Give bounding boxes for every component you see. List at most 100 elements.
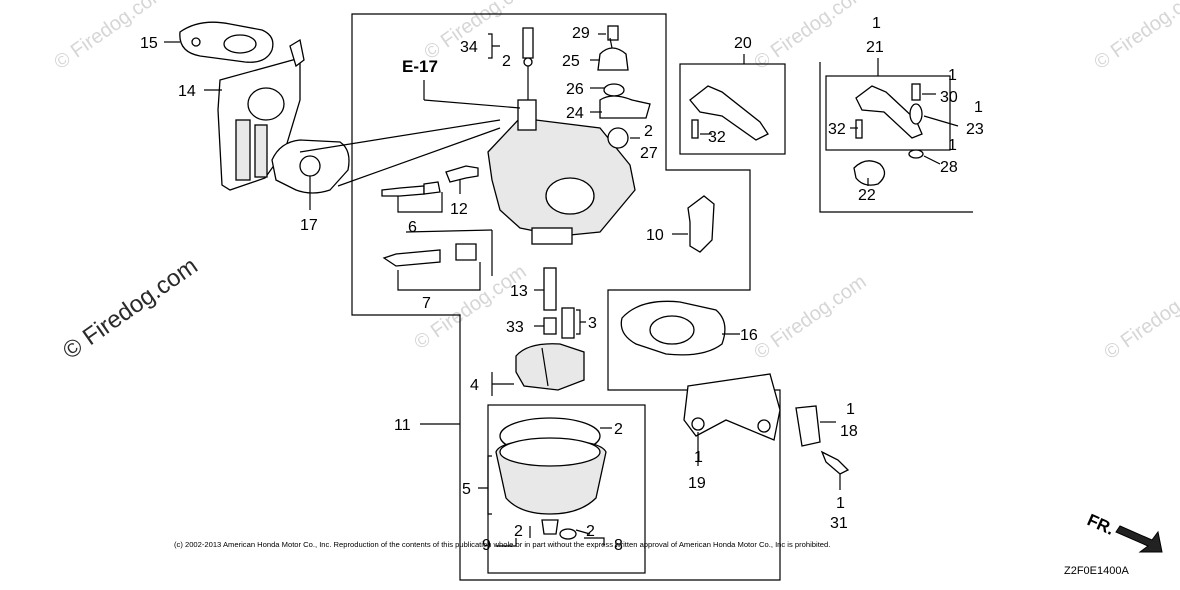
lever-detail-box bbox=[825, 75, 951, 151]
leader-line bbox=[609, 37, 613, 49]
label-21: 21 bbox=[866, 39, 884, 56]
callout-labels: 15 14 17 E-17 34 2 29 25 26 24 2 27 6 12… bbox=[140, 15, 1117, 554]
watermark: © Firedog.com bbox=[750, 271, 870, 364]
screw-29 bbox=[607, 25, 619, 41]
screw-30 bbox=[911, 83, 921, 101]
label-11: 11 bbox=[394, 417, 411, 434]
label-26: 26 bbox=[566, 81, 584, 98]
spring-6 bbox=[423, 181, 441, 195]
label-20: 20 bbox=[734, 35, 752, 52]
plate-14-bore bbox=[247, 87, 285, 121]
label-1: 1 bbox=[974, 99, 983, 116]
float-seam bbox=[541, 347, 549, 387]
bracket-hole bbox=[691, 417, 705, 431]
washer-2 bbox=[523, 57, 533, 67]
label-6: 6 bbox=[408, 219, 417, 236]
label-1: 1 bbox=[948, 137, 957, 154]
seal-26 bbox=[603, 83, 625, 97]
label-16: 16 bbox=[740, 327, 758, 344]
chamber-rim bbox=[499, 437, 601, 467]
label-30: 30 bbox=[940, 89, 958, 106]
copyright-notice: (c) 2002-2013 American Honda Motor Co., … bbox=[174, 540, 830, 549]
gasket-17-hole bbox=[299, 155, 321, 177]
plate-14-slot bbox=[254, 124, 268, 178]
bolt-9 bbox=[541, 519, 559, 535]
bracket-hole bbox=[757, 419, 771, 433]
label-9: 9 bbox=[482, 537, 491, 554]
screw-6 bbox=[381, 185, 425, 197]
spring-7 bbox=[455, 243, 477, 261]
holder-24 bbox=[599, 95, 651, 119]
label-4: 4 bbox=[470, 377, 479, 394]
bracket-19 bbox=[683, 373, 781, 441]
label-13: 13 bbox=[510, 283, 528, 300]
carburetor-top-boss bbox=[517, 99, 537, 131]
label-32: 32 bbox=[708, 129, 726, 146]
reference-e17: E-17 bbox=[402, 57, 438, 76]
washer-28 bbox=[908, 149, 924, 159]
gasket-16-hole bbox=[649, 315, 695, 345]
front-label: FR. bbox=[1084, 510, 1117, 538]
carburetor-body bbox=[487, 117, 636, 237]
label-34: 34 bbox=[460, 39, 478, 56]
nozzle-13 bbox=[543, 267, 557, 311]
label-29: 29 bbox=[572, 25, 590, 42]
label-1: 1 bbox=[694, 449, 703, 466]
label-33: 33 bbox=[506, 319, 524, 336]
gasket-15-bolt-hole bbox=[191, 37, 201, 47]
plate-14-slot bbox=[235, 119, 251, 181]
part-10 bbox=[687, 195, 715, 253]
label-15: 15 bbox=[140, 35, 158, 52]
cover-25 bbox=[597, 47, 629, 71]
label-25: 25 bbox=[562, 53, 580, 70]
label-2: 2 bbox=[514, 523, 523, 540]
carburetor-throat bbox=[545, 177, 595, 215]
label-2: 2 bbox=[614, 421, 623, 438]
label-1: 1 bbox=[836, 495, 845, 512]
lever-20 bbox=[689, 85, 769, 141]
screw-12 bbox=[445, 165, 479, 183]
label-32: 32 bbox=[828, 121, 846, 138]
pin-32 bbox=[691, 119, 699, 139]
label-2: 2 bbox=[502, 53, 511, 70]
label-31: 31 bbox=[830, 515, 848, 532]
bolt-31 bbox=[820, 450, 850, 475]
label-7: 7 bbox=[422, 295, 431, 312]
label-3: 3 bbox=[588, 315, 597, 332]
label-23: 23 bbox=[966, 121, 984, 138]
leader-lines bbox=[164, 33, 959, 547]
lever-assembly-box-20 bbox=[679, 63, 786, 155]
plate-14-tab bbox=[289, 38, 305, 68]
label-22: 22 bbox=[858, 187, 876, 204]
lever-21 bbox=[855, 85, 923, 139]
label-8: 8 bbox=[614, 537, 623, 554]
screw-8 bbox=[559, 528, 577, 540]
gasket-15-hole bbox=[223, 34, 257, 54]
front-arrow-icon bbox=[1115, 525, 1163, 553]
label-1: 1 bbox=[846, 401, 855, 418]
label-1: 1 bbox=[872, 15, 881, 32]
label-2: 2 bbox=[586, 523, 595, 540]
carburetor-bottom-boss bbox=[531, 227, 573, 245]
ring-27 bbox=[607, 127, 629, 149]
assembly-boundary bbox=[351, 13, 781, 581]
label-17: 17 bbox=[300, 217, 318, 234]
spring-22 bbox=[853, 160, 886, 186]
jet-33 bbox=[543, 317, 557, 335]
screw-34 bbox=[522, 27, 534, 59]
screw-7 bbox=[382, 249, 441, 267]
label-2: 2 bbox=[644, 123, 653, 140]
label-24: 24 bbox=[566, 105, 584, 122]
collar-23 bbox=[909, 103, 923, 125]
clip-18 bbox=[795, 405, 821, 447]
label-27: 27 bbox=[640, 145, 658, 162]
watermark-large: © Firedog.com bbox=[58, 252, 203, 365]
float-4 bbox=[515, 343, 585, 391]
label-19: 19 bbox=[688, 475, 706, 492]
lever-assembly-box-21 bbox=[819, 62, 973, 213]
label-10: 10 bbox=[646, 227, 664, 244]
pin-32 bbox=[855, 119, 863, 139]
label-28: 28 bbox=[940, 159, 958, 176]
